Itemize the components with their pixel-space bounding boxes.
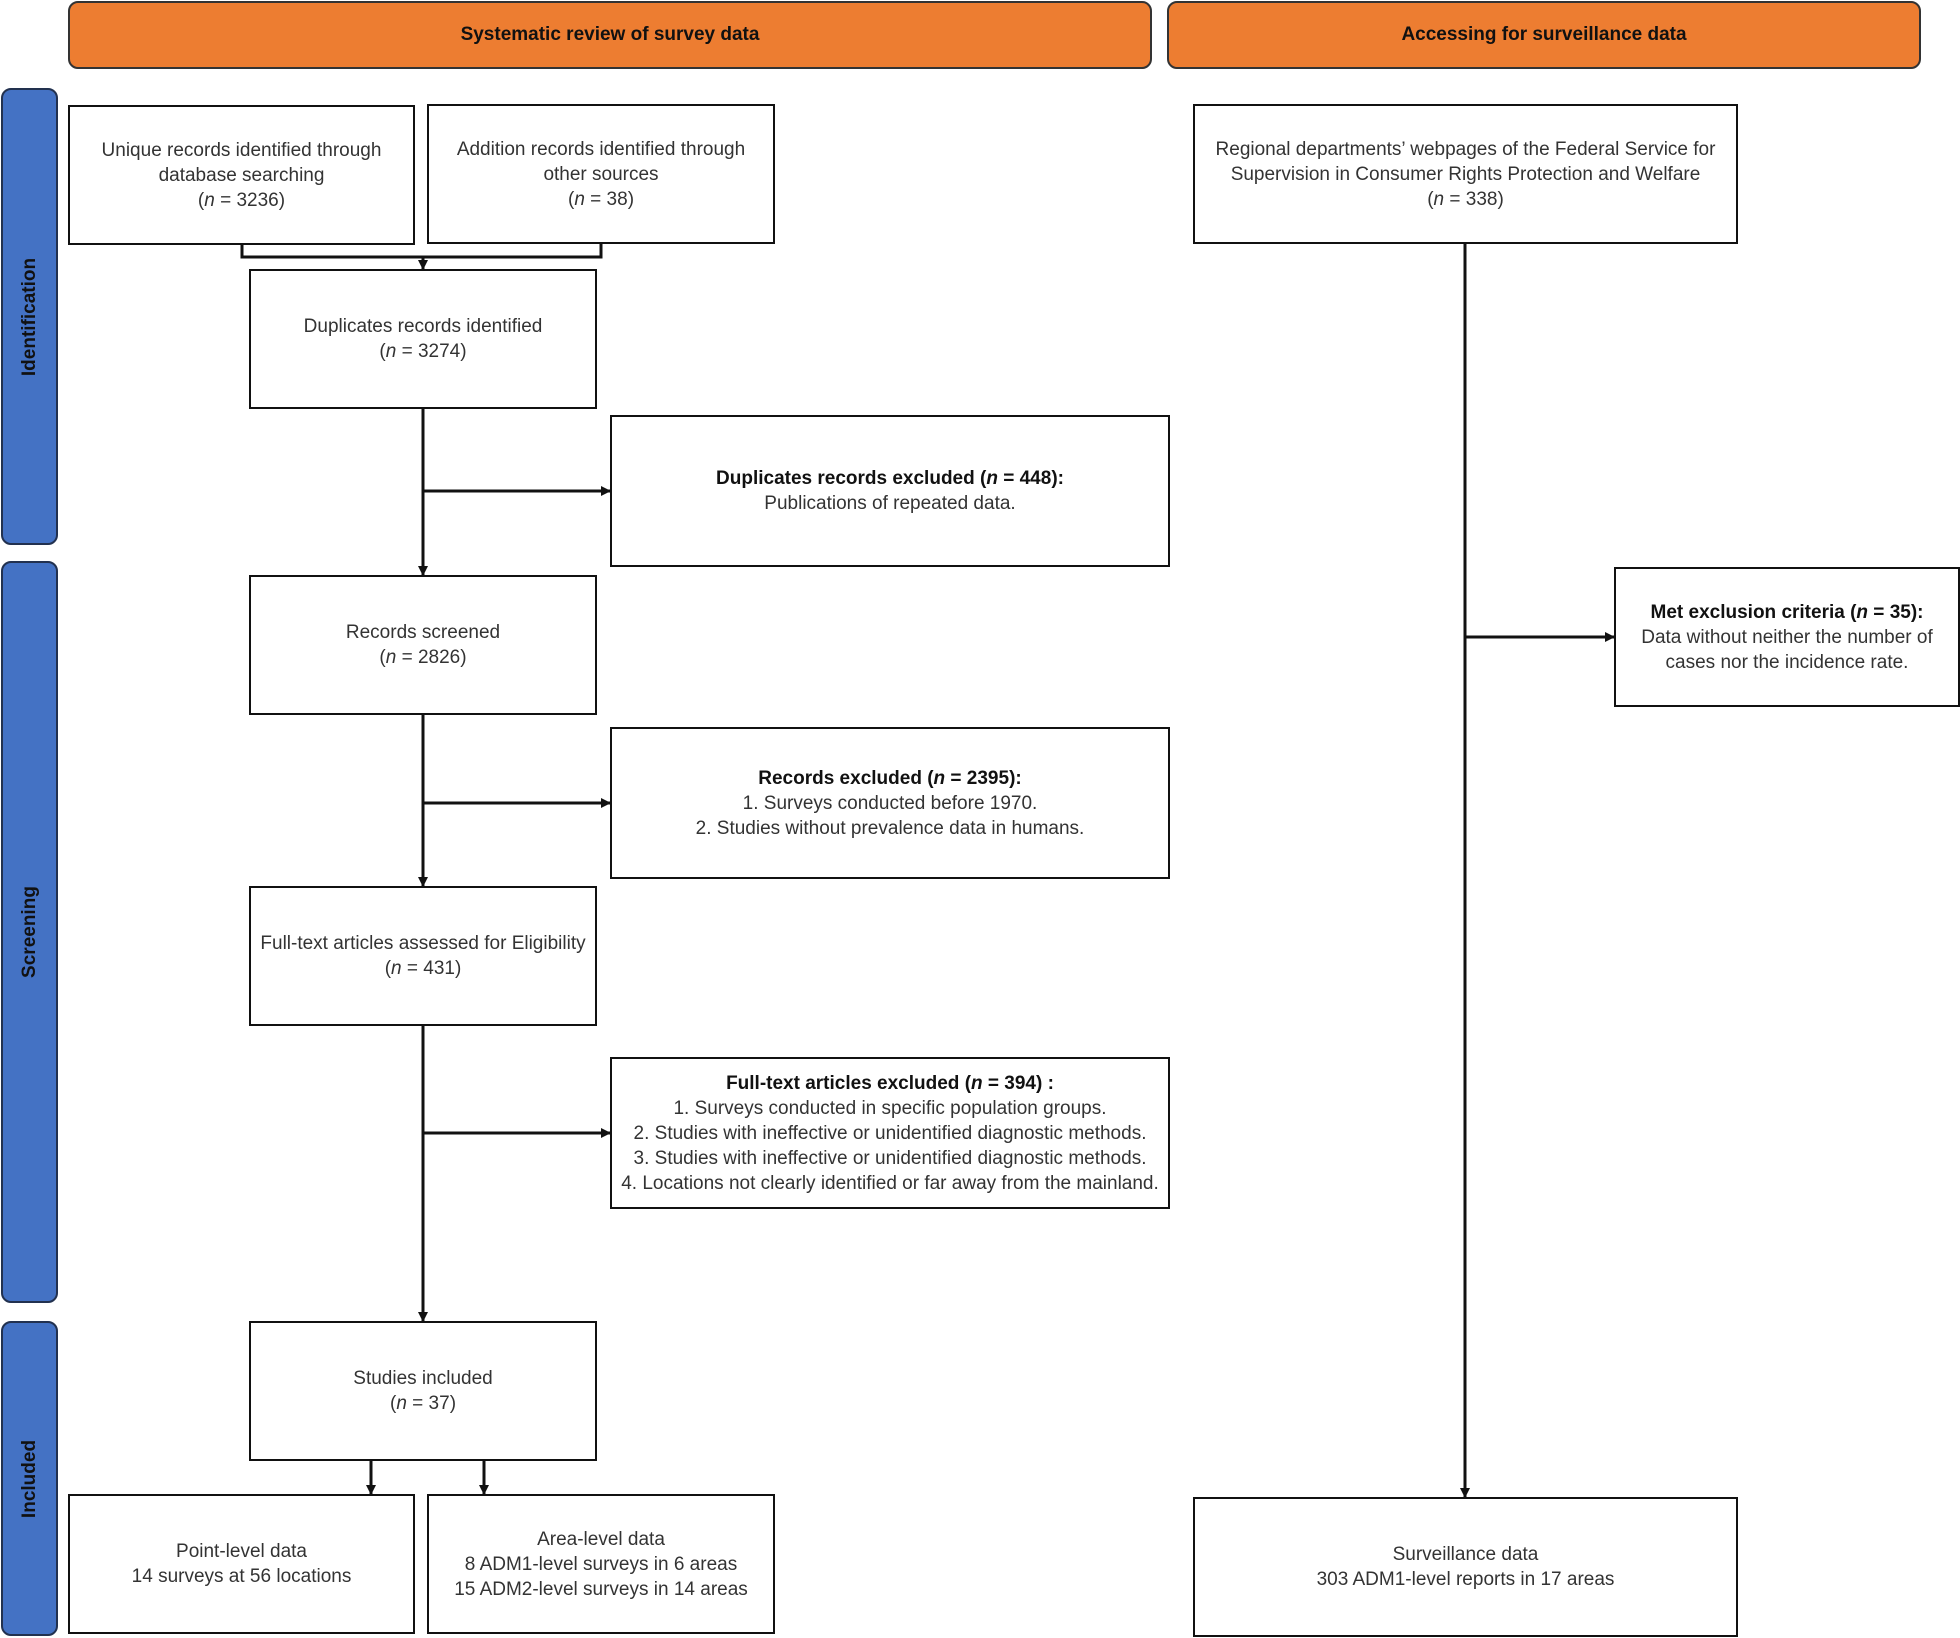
box-additional-records: Addition records identified through othe…: [427, 104, 775, 244]
box-fulltext-excluded: Full-text articles excluded (n = 394) : …: [610, 1057, 1170, 1209]
box-point-level-data: Point-level data 14 surveys at 56 locati…: [68, 1494, 415, 1634]
met-exclusion-reason-1: Data without neither the number of: [1641, 626, 1933, 648]
fulltext-assessed-line1: Full-text articles assessed for Eligibil…: [260, 933, 586, 954]
box-regional-webpages: Regional departments’ webpages of the Fe…: [1193, 104, 1738, 244]
header-survey-review: Systematic review of survey data: [68, 1, 1152, 69]
box-records-excluded: Records excluded (n = 2395): 1. Surveys …: [610, 727, 1170, 879]
surveillance-data-line1: Surveillance data: [1392, 1544, 1539, 1565]
phase-included: Included: [1, 1321, 58, 1636]
records-excluded-reason-1: 1. Surveys conducted before 1970.: [742, 792, 1038, 814]
met-exclusion-reason-2: cases nor the incidence rate.: [1665, 651, 1909, 673]
box-fulltext-assessed: Full-text articles assessed for Eligibil…: [249, 886, 597, 1026]
point-level-line2: 14 surveys at 56 locations: [131, 1566, 352, 1587]
regional-webpages-line1: Regional departments’ webpages of the Fe…: [1215, 138, 1716, 160]
fulltext-excluded-reason-3: 3. Studies with ineffective or unidentif…: [633, 1147, 1147, 1169]
studies-included-count: (n = 37): [389, 1393, 457, 1414]
additional-records-count: (n = 38): [567, 188, 635, 210]
box-met-exclusion-criteria: Met exclusion criteria (n = 35): Data wi…: [1614, 567, 1960, 707]
box-surveillance-data: Surveillance data 303 ADM1-level reports…: [1193, 1497, 1738, 1637]
header-surveillance: Accessing for surveillance data: [1167, 1, 1921, 69]
phase-identification: Identification: [1, 88, 58, 545]
box-duplicates-excluded: Duplicates records excluded (n = 448): P…: [610, 415, 1170, 567]
unique-records-line2: database searching: [158, 164, 325, 186]
point-level-line1: Point-level data: [176, 1541, 307, 1562]
area-level-line1: Area-level data: [537, 1528, 665, 1550]
phase-screening: Screening: [1, 561, 58, 1303]
duplicates-excluded-title: Duplicates records excluded (n = 448):: [716, 468, 1064, 489]
box-duplicates-identified: Duplicates records identified (n = 3274): [249, 269, 597, 409]
area-level-line2: 8 ADM1-level surveys in 6 areas: [464, 1553, 738, 1575]
connector-top-bracket: [240, 244, 603, 259]
fulltext-assessed-count: (n = 431): [384, 958, 462, 979]
additional-records-line2: other sources: [543, 163, 659, 185]
records-screened-count: (n = 2826): [379, 647, 467, 668]
box-area-level-data: Area-level data 8 ADM1-level surveys in …: [427, 1494, 775, 1634]
duplicates-identified-count: (n = 3274): [379, 341, 467, 362]
box-unique-records: Unique records identified through databa…: [68, 105, 415, 245]
box-records-screened: Records screened (n = 2826): [249, 575, 597, 715]
records-excluded-title: Records excluded (n = 2395):: [758, 767, 1022, 789]
met-exclusion-title: Met exclusion criteria (n = 35):: [1650, 601, 1924, 623]
regional-webpages-line2: Supervision in Consumer Rights Protectio…: [1230, 163, 1701, 185]
box-studies-included: Studies included (n = 37): [249, 1321, 597, 1461]
area-level-line3: 15 ADM2-level surveys in 14 areas: [454, 1578, 748, 1600]
records-excluded-reason-2: 2. Studies without prevalence data in hu…: [695, 817, 1085, 839]
unique-records-line1: Unique records identified through: [101, 139, 382, 161]
regional-webpages-count: (n = 338): [1427, 188, 1504, 210]
fulltext-excluded-reason-2: 2. Studies with ineffective or unidentif…: [633, 1122, 1147, 1144]
fulltext-excluded-title: Full-text articles excluded (n = 394) :: [726, 1072, 1054, 1094]
fulltext-excluded-reason-1: 1. Surveys conducted in specific populat…: [673, 1097, 1107, 1119]
fulltext-excluded-reason-4: 4. Locations not clearly identified or f…: [621, 1172, 1159, 1194]
duplicates-excluded-reason: Publications of repeated data.: [764, 493, 1016, 514]
records-screened-line1: Records screened: [345, 622, 501, 643]
additional-records-line1: Addition records identified through: [456, 138, 746, 160]
studies-included-line1: Studies included: [353, 1368, 493, 1389]
duplicates-identified-line1: Duplicates records identified: [303, 316, 543, 337]
unique-records-count: (n = 3236): [197, 189, 286, 211]
surveillance-data-line2: 303 ADM1-level reports in 17 areas: [1316, 1569, 1615, 1590]
